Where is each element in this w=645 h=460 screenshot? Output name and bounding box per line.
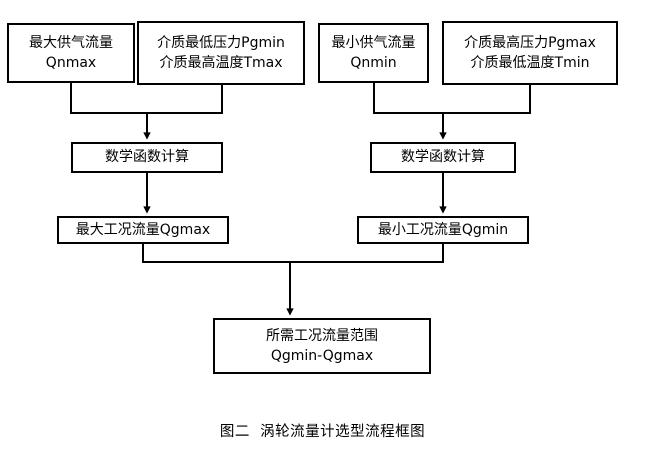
node-math-function-calc-left-label: 数学函数计算 — [105, 149, 189, 166]
node-math-function-calc-right[interactable]: 数学函数计算 — [370, 142, 516, 173]
node-min-pressure-max-temp[interactable]: 介质最低压力Pgmin 介质最高温度Tmax — [137, 21, 305, 85]
node-max-pressure-min-temp-line2: 介质最低温度Tmin — [470, 55, 590, 71]
node-min-supply-flow-line2: Qnmin — [350, 55, 397, 71]
figure-caption: 图二 涡轮流量计选型流程框图 — [219, 424, 426, 440]
node-min-supply-flow-line1: 最小供气流量 — [331, 34, 416, 51]
node-min-working-flow-qgmin[interactable]: 最小工况流量Qgmin — [357, 216, 529, 244]
node-max-pressure-min-temp-line1: 介质最高压力Pgmax — [464, 34, 596, 51]
node-min-supply-flow[interactable]: 最小供气流量 Qnmin — [318, 23, 429, 83]
edge-right-merge-bar — [373, 83, 531, 114]
node-min-pressure-max-temp-line1: 介质最低压力Pgmin — [157, 34, 285, 51]
node-required-flow-range-line1: 所需工况流量范围 — [266, 327, 378, 344]
node-math-function-calc-left[interactable]: 数学函数计算 — [71, 142, 223, 173]
node-max-pressure-min-temp[interactable]: 介质最高压力Pgmax 介质最低温度Tmin — [442, 21, 618, 85]
edge-bottom-merge-bar — [142, 244, 444, 263]
node-max-working-flow-qgmax[interactable]: 最大工况流量Qgmax — [57, 216, 229, 244]
edge-left-merge-bar — [70, 83, 223, 114]
node-math-function-calc-right-label: 数学函数计算 — [401, 149, 485, 166]
node-max-supply-flow-line2: Qnmax — [45, 55, 97, 71]
node-min-working-flow-qgmin-label: 最小工况流量Qgmin — [377, 221, 509, 238]
node-required-flow-range-line2: Qgmin-Qgmax — [270, 348, 374, 364]
node-max-working-flow-qgmax-label: 最大工况流量Qgmax — [75, 221, 211, 238]
node-required-flow-range[interactable]: 所需工况流量范围 Qgmin-Qgmax — [213, 318, 431, 374]
node-min-pressure-max-temp-line2: 介质最高温度Tmax — [159, 55, 283, 71]
node-max-supply-flow[interactable]: 最大供气流量 Qnmax — [7, 23, 135, 83]
node-max-supply-flow-line1: 最大供气流量 — [29, 34, 113, 51]
